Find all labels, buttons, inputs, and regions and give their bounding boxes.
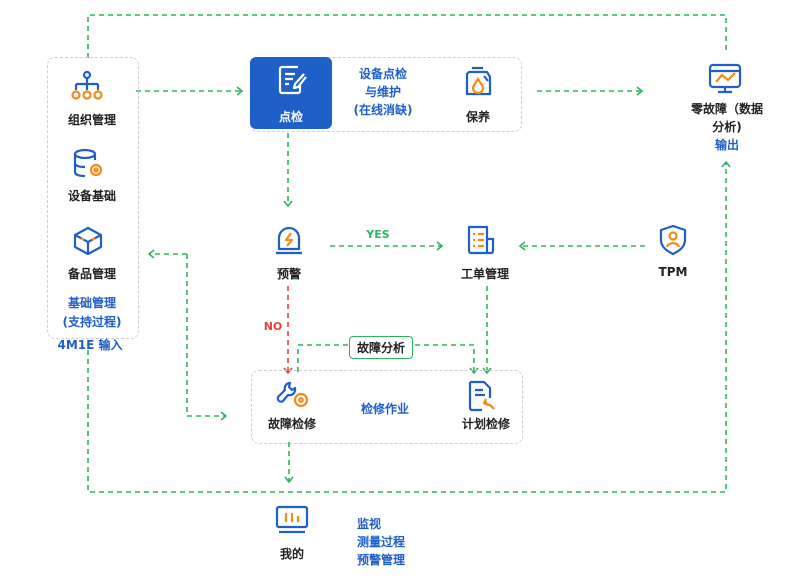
no-label: NO bbox=[263, 320, 283, 333]
monitor-bars-icon bbox=[275, 505, 309, 539]
alarm-light-icon bbox=[274, 224, 304, 260]
node-label-spare-parts: 备品管理 bbox=[67, 267, 116, 281]
connector-analysis-loop bbox=[297, 344, 479, 375]
tpm-label: TPM bbox=[658, 265, 688, 279]
repair-center-label: 检修作业 bbox=[360, 402, 409, 416]
inspection-desc-3: (在线消缺) bbox=[353, 103, 413, 117]
foundation-caption-2: (支持过程) bbox=[62, 315, 122, 329]
foundation-group bbox=[47, 57, 139, 339]
node-label-org: 组织管理 bbox=[67, 113, 116, 127]
foundation-caption-1: 基础管理 bbox=[67, 296, 116, 310]
repair-group bbox=[251, 370, 523, 444]
inspection-desc-2: 与维护 bbox=[364, 85, 401, 99]
output-caption: 输出 bbox=[714, 138, 739, 152]
output-label-1: 零故障（数据 bbox=[690, 102, 763, 116]
alert-label: 预警 bbox=[276, 267, 301, 281]
fault-analysis-tag: 故障分析 bbox=[349, 336, 414, 359]
planned-repair-label: 计划检修 bbox=[461, 417, 510, 431]
monitor-line-1: 监视 bbox=[357, 517, 382, 531]
yes-label: YES bbox=[366, 228, 390, 241]
input-caption: 4M1E 输入 bbox=[57, 338, 123, 352]
fault-repair-label: 故障检修 bbox=[267, 417, 316, 431]
mine-label: 我的 bbox=[279, 547, 304, 561]
inspect-label: 点检 bbox=[278, 110, 303, 124]
edit-document-icon bbox=[276, 64, 308, 100]
inspection-desc-1: 设备点检 bbox=[358, 67, 407, 81]
box-icon bbox=[72, 225, 104, 261]
connector-top-loop bbox=[87, 14, 727, 58]
monitor-chart-icon bbox=[708, 63, 742, 99]
oil-can-icon bbox=[463, 64, 493, 102]
connector-bottom-loop bbox=[87, 160, 731, 493]
output-label-2: 分析) bbox=[712, 120, 742, 134]
wrench-gear-icon bbox=[276, 380, 310, 414]
org-chart-icon bbox=[70, 70, 104, 108]
database-gear-icon bbox=[72, 148, 106, 184]
node-label-equipment-base: 设备基础 bbox=[67, 189, 116, 203]
workorder-label: 工单管理 bbox=[460, 267, 509, 281]
monitor-line-3: 预警管理 bbox=[357, 553, 406, 567]
monitor-line-2: 测量过程 bbox=[357, 535, 406, 549]
document-list-icon bbox=[465, 224, 497, 260]
document-wrench-icon bbox=[466, 380, 496, 416]
shield-user-icon bbox=[658, 224, 688, 260]
maintenance-label: 保养 bbox=[465, 110, 490, 124]
